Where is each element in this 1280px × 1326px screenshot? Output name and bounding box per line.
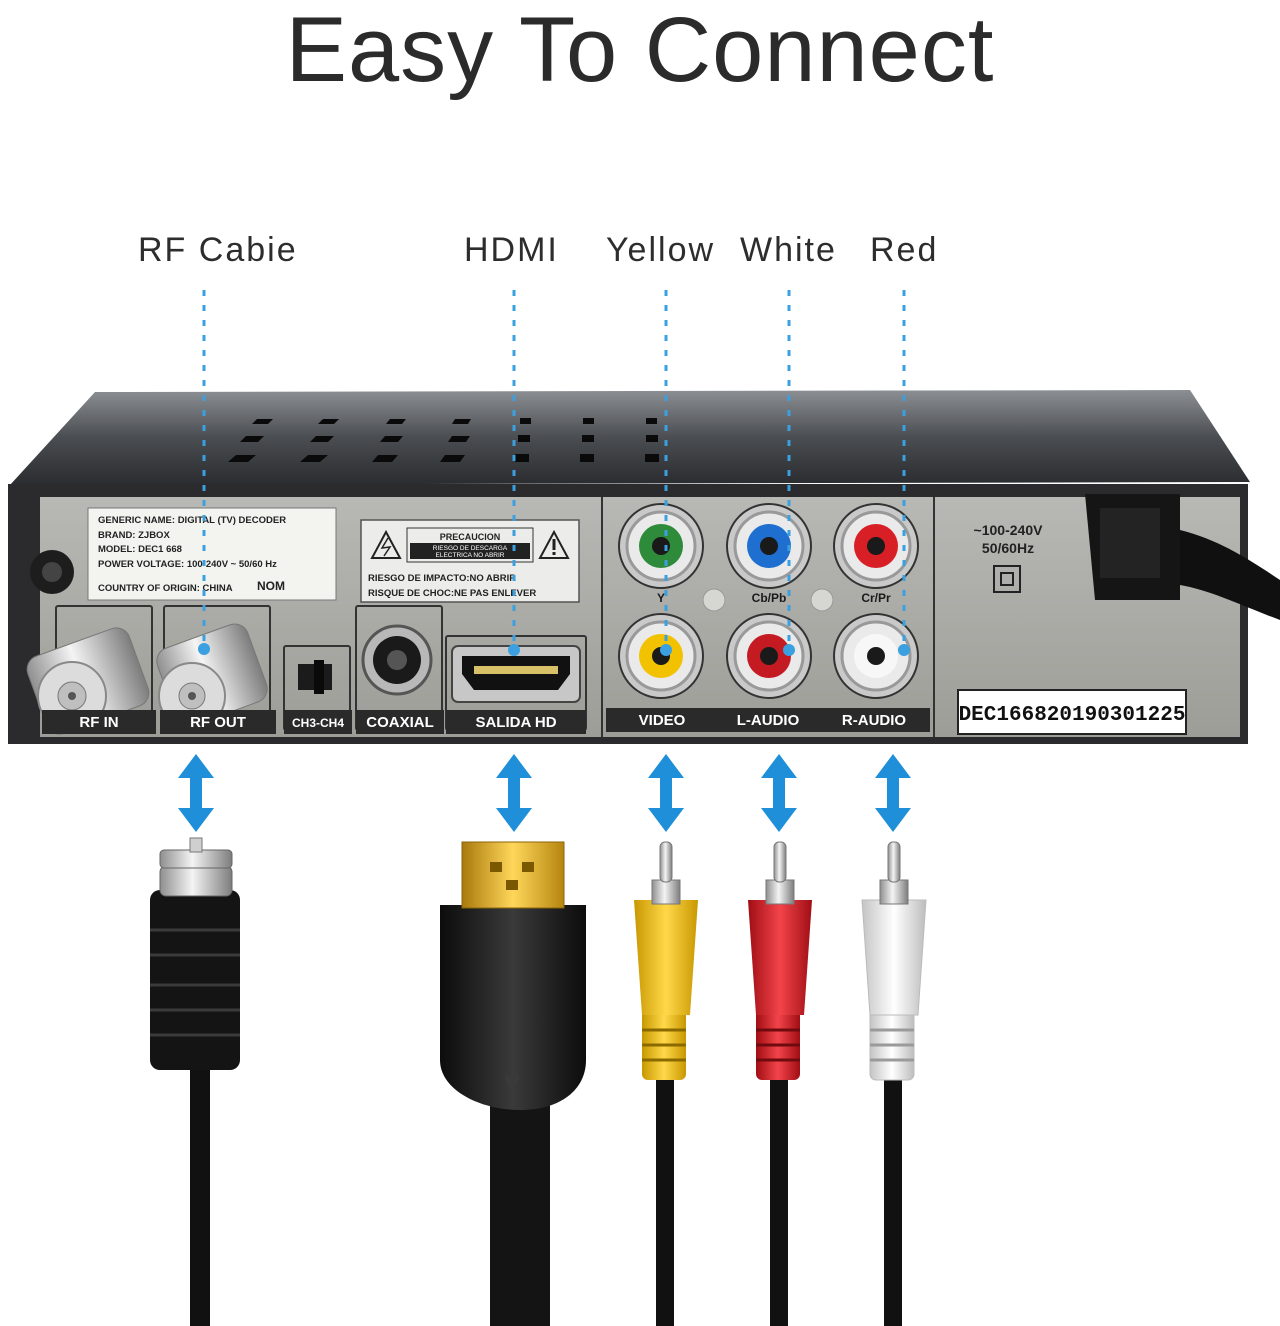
rca-jack-cr [833, 503, 919, 589]
label-rf-cable: RF Cabie [138, 231, 298, 269]
port-label-salida-hd: SALIDA HD [475, 714, 556, 731]
white-rca-cable [861, 841, 927, 1326]
label-yellow: Yellow [606, 231, 716, 269]
serial-number: DEC166820190301225 [959, 704, 1186, 727]
coaxial-port [361, 624, 433, 696]
serial-sticker: DEC166820190301225 [957, 689, 1187, 735]
ch3-ch4-switch [298, 660, 332, 694]
info-line-4: POWER VOLTAGE: 100-240V ~ 50/60 Hz [98, 559, 277, 570]
arrow-rf-icon [178, 754, 214, 832]
hdmi-cable [440, 841, 586, 1326]
warning-label: PRECAUCION RIESGO DE DESCARGA ELECTRICA … [360, 519, 580, 603]
warning-sub-2: ELECTRICA NO ABRIR [436, 552, 505, 559]
power-cord [1085, 494, 1280, 620]
warning-title: PRECAUCION [440, 532, 501, 542]
label-white: White [740, 231, 837, 269]
rca-jack-l-audio [726, 613, 812, 699]
info-label: GENERIC NAME: DIGITAL (TV) DECODER BRAND… [87, 507, 337, 601]
port-label-rf-out: RF OUT [190, 714, 246, 731]
warning-sub-1: RIESGO DE DESCARGA [433, 545, 508, 552]
arrow-red-icon [761, 754, 797, 832]
page-title: Easy To Connect [285, 0, 995, 101]
arrow-yellow-icon [648, 754, 684, 832]
nom-mark: NOM [257, 579, 285, 593]
port-label-coaxial: COAXIAL [366, 714, 434, 731]
port-label-r-audio: R-AUDIO [842, 712, 906, 729]
rca-jack-video [618, 613, 704, 699]
power-info: ~100-240V 50/60Hz [974, 522, 1044, 593]
shock-hazard-icon [370, 529, 402, 559]
exclamation-warning-icon [538, 529, 570, 559]
yellow-rca-cable [634, 841, 698, 1326]
power-voltage: ~100-240V [974, 522, 1044, 538]
hdmi-port [451, 645, 581, 703]
warning-line-2: RISQUE DE CHOC:NE PAS ENLEVER [368, 588, 536, 599]
port-label-cb: Cb/Pb [752, 591, 787, 605]
red-rca-cable [748, 841, 812, 1326]
label-hdmi: HDMI [464, 231, 559, 269]
info-line-1: GENERIC NAME: DIGITAL (TV) DECODER [98, 515, 286, 526]
label-red: Red [870, 231, 939, 269]
arrow-white-icon [875, 754, 911, 832]
port-label-l-audio: L-AUDIO [737, 712, 800, 729]
info-line-2: BRAND: ZJBOX [98, 530, 170, 541]
info-line-3: MODEL: DEC1 668 [98, 544, 182, 555]
info-line-5: COUNTRY OF ORIGIN: CHINA [98, 583, 233, 594]
port-label-y: Y [657, 591, 665, 605]
port-label-ch: CH3-CH4 [292, 716, 344, 730]
port-label-rf-in: RF IN [79, 714, 118, 731]
warning-line-1: RIESGO DE IMPACTO:NO ABRIR [368, 573, 516, 584]
power-frequency: 50/60Hz [982, 540, 1034, 556]
port-label-cr: Cr/Pr [861, 591, 891, 605]
arrow-hdmi-icon [496, 754, 532, 832]
double-insulation-icon [993, 565, 1021, 593]
rca-jack-cb [726, 503, 812, 589]
rca-jack-r-audio [833, 613, 919, 699]
port-label-video: VIDEO [639, 712, 686, 729]
rca-jack-y [618, 503, 704, 589]
rf-cable [150, 837, 240, 1326]
